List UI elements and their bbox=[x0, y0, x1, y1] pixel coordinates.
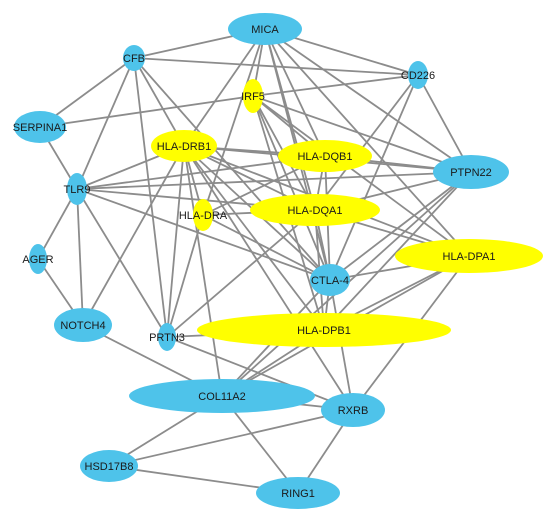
node-rxrb[interactable]: RXRB bbox=[321, 393, 385, 427]
node-label-mica: MICA bbox=[251, 24, 279, 36]
edge-hla-drb1-hla-dpb1 bbox=[183, 145, 325, 331]
node-cd226[interactable]: CD226 bbox=[401, 61, 435, 89]
edge-rxrb-hsd17b8 bbox=[108, 409, 354, 467]
node-label-tlr9: TLR9 bbox=[64, 184, 91, 196]
node-label-col11a2: COL11A2 bbox=[198, 391, 246, 403]
node-shape-hla-dra bbox=[193, 199, 213, 231]
edge-ptpn22-ctla-4 bbox=[329, 171, 472, 281]
edge-hla-dqa1-prtn3 bbox=[166, 209, 316, 338]
node-shape-hla-dqa1 bbox=[250, 194, 380, 226]
node-hla-dpa1[interactable]: HLA-DPA1 bbox=[395, 239, 543, 273]
node-col11a2[interactable]: COL11A2 bbox=[129, 379, 315, 413]
edge-cd226-hla-dqa1 bbox=[314, 74, 419, 211]
edge-mica-hla-dqb1 bbox=[264, 28, 326, 157]
node-shape-mica bbox=[228, 13, 302, 45]
node-label-notch4: NOTCH4 bbox=[60, 320, 105, 332]
edge-hla-drb1-prtn3 bbox=[166, 145, 185, 338]
node-hla-dqb1[interactable]: HLA-DQB1 bbox=[278, 140, 372, 172]
edge-ptpn22-hla-dpb1 bbox=[323, 171, 472, 331]
node-label-ctla-4: CTLA-4 bbox=[311, 275, 349, 287]
node-shape-rxrb bbox=[321, 393, 385, 427]
node-label-serpina1: SERPINA1 bbox=[13, 122, 67, 134]
node-notch4[interactable]: NOTCH4 bbox=[54, 308, 112, 342]
edge-tlr9-ctla-4 bbox=[76, 188, 331, 281]
edge-cfb-tlr9 bbox=[76, 57, 135, 190]
edge-hla-drb1-notch4 bbox=[82, 145, 185, 326]
edge-serpina1-irf5 bbox=[39, 95, 254, 128]
node-shape-ptpn22 bbox=[433, 155, 509, 189]
node-irf5[interactable]: IRF5 bbox=[241, 79, 265, 113]
node-ager[interactable]: AGER bbox=[22, 244, 54, 274]
node-label-ring1: RING1 bbox=[281, 488, 315, 500]
node-label-hla-dpa1: HLA-DPA1 bbox=[443, 251, 496, 263]
edge-hla-dra-prtn3 bbox=[166, 214, 204, 338]
node-label-hla-dqa1: HLA-DQA1 bbox=[287, 205, 342, 217]
node-label-ager: AGER bbox=[22, 254, 53, 266]
node-label-ptpn22: PTPN22 bbox=[450, 167, 492, 179]
node-label-cd226: CD226 bbox=[401, 70, 435, 82]
node-hla-dqa1[interactable]: HLA-DQA1 bbox=[250, 194, 380, 226]
node-shape-hla-drb1 bbox=[151, 130, 217, 162]
node-label-hla-dra: HLA-DRA bbox=[179, 210, 228, 222]
edge-cd226-irf5 bbox=[252, 74, 419, 97]
node-label-rxrb: RXRB bbox=[338, 405, 369, 417]
node-ptpn22[interactable]: PTPN22 bbox=[433, 155, 509, 189]
edge-cd226-ctla-4 bbox=[329, 74, 419, 281]
node-shape-cd226 bbox=[408, 61, 428, 89]
edge-irf5-ptpn22 bbox=[252, 95, 472, 173]
edge-cfb-cd226 bbox=[133, 57, 419, 76]
edge-hla-drb1-col11a2 bbox=[183, 145, 223, 397]
node-shape-prtn3 bbox=[158, 323, 176, 351]
node-shape-hla-dpa1 bbox=[395, 239, 543, 273]
node-label-hla-drb1: HLA-DRB1 bbox=[157, 141, 211, 153]
node-hsd17b8[interactable]: HSD17B8 bbox=[80, 450, 138, 482]
edge-mica-hla-dra bbox=[202, 28, 266, 216]
node-hla-dra[interactable]: HLA-DRA bbox=[179, 199, 228, 231]
node-shape-serpina1 bbox=[14, 111, 66, 143]
node-shape-ring1 bbox=[256, 477, 340, 509]
node-label-hla-dqb1: HLA-DQB1 bbox=[297, 151, 352, 163]
node-shape-hsd17b8 bbox=[80, 450, 138, 482]
node-label-prtn3: PRTN3 bbox=[149, 332, 185, 344]
node-label-cfb: CFB bbox=[123, 53, 145, 65]
node-shape-ctla-4 bbox=[310, 264, 350, 296]
edge-prtn3-rxrb bbox=[166, 336, 354, 411]
edge-tlr9-notch4 bbox=[76, 188, 84, 326]
node-cfb[interactable]: CFB bbox=[123, 45, 145, 71]
edge-ptpn22-tlr9 bbox=[76, 171, 472, 190]
node-serpina1[interactable]: SERPINA1 bbox=[13, 111, 67, 143]
node-label-irf5: IRF5 bbox=[241, 91, 265, 103]
node-prtn3[interactable]: PRTN3 bbox=[149, 323, 185, 351]
node-shape-col11a2 bbox=[129, 379, 315, 413]
node-label-hla-dpb1: HLA-DPB1 bbox=[297, 325, 351, 337]
node-shape-irf5 bbox=[243, 79, 263, 113]
node-hla-drb1[interactable]: HLA-DRB1 bbox=[151, 130, 217, 162]
node-shape-notch4 bbox=[54, 308, 112, 342]
edge-hla-dra-ctla-4 bbox=[202, 214, 331, 281]
node-shape-ager bbox=[29, 244, 47, 274]
node-label-hsd17b8: HSD17B8 bbox=[85, 461, 134, 473]
edge-hla-drb1-rxrb bbox=[183, 145, 354, 411]
node-ring1[interactable]: RING1 bbox=[256, 477, 340, 509]
edge-mica-hla-drb1 bbox=[183, 28, 266, 147]
node-shape-hla-dpb1 bbox=[197, 313, 451, 347]
edge-cfb-prtn3 bbox=[133, 57, 168, 338]
node-shape-cfb bbox=[123, 45, 145, 71]
node-shape-hla-dqb1 bbox=[278, 140, 372, 172]
node-ctla-4[interactable]: CTLA-4 bbox=[310, 264, 350, 296]
edge-mica-ptpn22 bbox=[264, 28, 472, 173]
node-mica[interactable]: MICA bbox=[228, 13, 302, 45]
node-tlr9[interactable]: TLR9 bbox=[64, 173, 91, 205]
edge-tlr9-prtn3 bbox=[76, 188, 168, 338]
node-hla-dpb1[interactable]: HLA-DPB1 bbox=[197, 313, 451, 347]
node-shape-tlr9 bbox=[67, 173, 87, 205]
